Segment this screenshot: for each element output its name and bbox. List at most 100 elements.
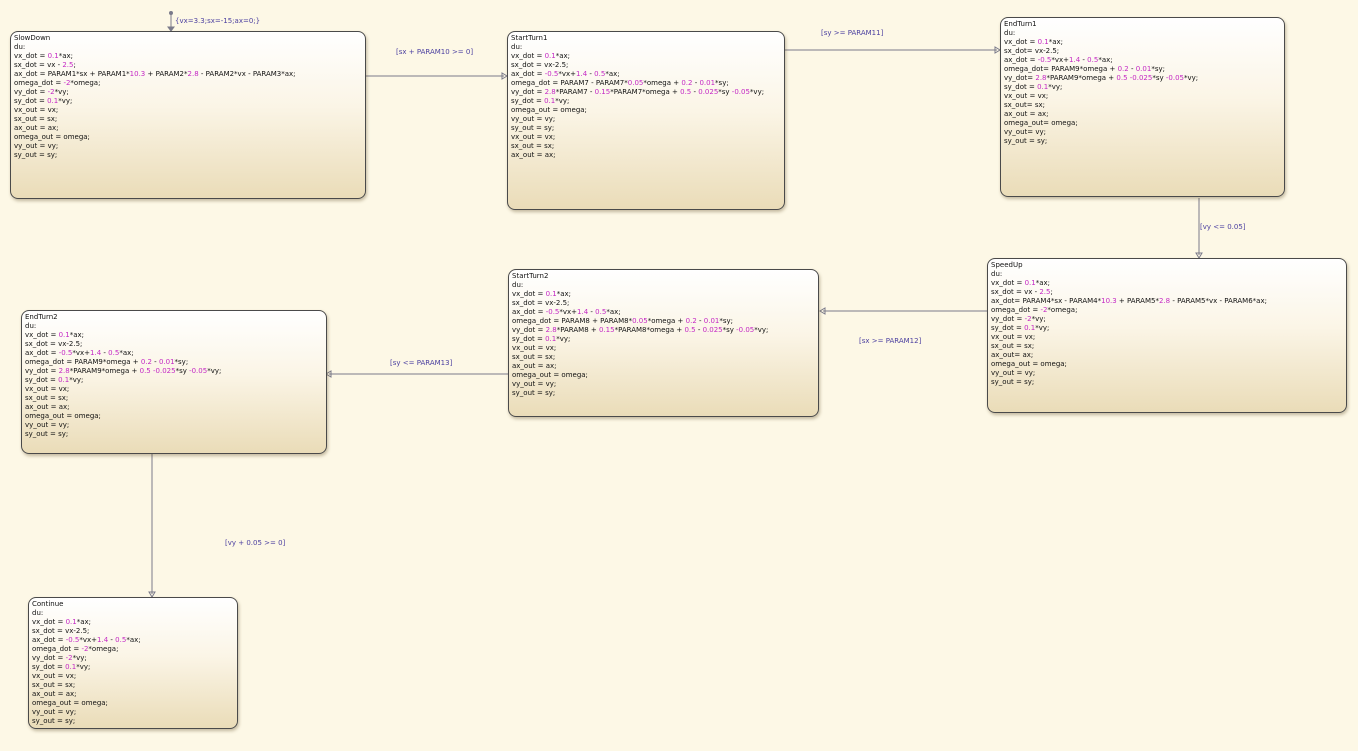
state-speedup[interactable]: SpeedUp du:vx_dot = 0.1*ax;sx_dot = vx -… [987, 258, 1347, 413]
state-action-line: sy_out = sy; [14, 151, 58, 159]
state-action-line: vx_out = vx; [1004, 92, 1049, 100]
state-action-line: omega_out = omega; [512, 371, 588, 379]
state-action-line: sy_dot = 0.1*vy; [25, 376, 84, 384]
state-startturn2[interactable]: StartTurn2 du:vx_dot = 0.1*ax;sx_dot = v… [508, 269, 819, 417]
state-action-line: vx_dot = 0.1*ax; [14, 52, 74, 60]
state-action-line: sy_dot = 0.1*vy; [511, 97, 570, 105]
state-action-line: vy_out = vy; [32, 708, 77, 716]
state-action-line: omega_out = omega; [14, 133, 90, 141]
state-action-line: omega_dot= PARAM9*omega + 0.2 - 0.01*sy; [1004, 65, 1165, 73]
transition-label-speedup-startturn2[interactable]: [sx >= PARAM12] [859, 337, 922, 345]
state-action-line: sx_dot = vx-2.5; [32, 627, 90, 635]
state-action-line: vx_out = vx; [991, 333, 1036, 341]
state-action-line: du: [512, 281, 524, 289]
state-title: EndTurn1 [1004, 20, 1037, 28]
state-action-line: sx_dot = vx-2.5; [511, 61, 569, 69]
state-action-line: sy_dot = 0.1*vy; [32, 663, 91, 671]
state-title: SlowDown [14, 34, 51, 42]
state-action-line: du: [991, 270, 1003, 278]
state-title: EndTurn2 [25, 313, 58, 321]
state-action-line: omega_dot = PARAM7 - PARAM7*0.05*omega +… [511, 79, 729, 87]
state-continue[interactable]: Continue du:vx_dot = 0.1*ax;sx_dot = vx-… [28, 597, 238, 729]
arrowhead-endturn2 [325, 370, 332, 378]
state-action-line: ax_out = ax; [32, 690, 77, 698]
transition-label-startturn2-endturn2[interactable]: [sy <= PARAM13] [390, 359, 453, 367]
transition-label-slowdown-startturn1[interactable]: [sx + PARAM10 >= 0] [396, 48, 474, 56]
state-body: du:vx_dot = 0.1*ax;sx_dot = vx-2.5;ax_do… [32, 609, 234, 726]
state-action-line: vx_dot = 0.1*ax; [32, 618, 92, 626]
state-action-line: ax_dot = -0.5*vx+1.4 - 0.5*ax; [512, 308, 621, 316]
state-action-line: ax_dot = -0.5*vx+1.4 - 0.5*ax; [1004, 56, 1113, 64]
state-slowdown[interactable]: SlowDown du:vx_dot = 0.1*ax;sx_dot = vx … [10, 31, 366, 199]
state-action-line: sy_out = sy; [1004, 137, 1048, 145]
state-action-line: sx_out = sx; [32, 681, 76, 689]
state-body: du:vx_dot = 0.1*ax;sx_dot = vx-2.5;ax_do… [512, 281, 815, 398]
state-action-line: vx_dot = 0.1*ax; [991, 279, 1051, 287]
arrowhead-continue [148, 591, 156, 598]
state-action-line: sy_out = sy; [991, 378, 1035, 386]
transition-label-default[interactable]: {vx=3.3;sx=-15;ax=0;} [175, 17, 261, 25]
state-action-line: vy_out= vy; [1004, 128, 1046, 136]
state-action-line: sx_dot = vx-2.5; [25, 340, 83, 348]
state-action-line: omega_out = omega; [25, 412, 101, 420]
state-action-line: du: [511, 43, 523, 51]
state-action-line: ax_dot = -0.5*vx+1.4 - 0.5*ax; [32, 636, 141, 644]
state-endturn2[interactable]: EndTurn2 du:vx_dot = 0.1*ax;sx_dot = vx-… [21, 310, 327, 454]
state-action-line: ax_dot = PARAM1*sx + PARAM1*10.3 + PARAM… [14, 70, 296, 78]
state-endturn1[interactable]: EndTurn1 du:vx_dot = 0.1*ax;sx_dot= vx-2… [1000, 17, 1285, 197]
state-action-line: sy_out = sy; [25, 430, 69, 438]
state-body: du:vx_dot = 0.1*ax;sx_dot = vx-2.5;ax_do… [511, 43, 781, 160]
default-transition-dot [169, 11, 173, 15]
state-action-line: sx_out= sx; [1004, 101, 1045, 109]
arrowhead-startturn1 [501, 72, 508, 80]
state-action-line: sx_out = sx; [25, 394, 69, 402]
state-action-line: omega_dot = PARAM9*omega + 0.2 - 0.01*sy… [25, 358, 189, 366]
state-action-line: ax_out= ax; [991, 351, 1034, 359]
state-body: du:vx_dot = 0.1*ax;sx_dot= vx-2.5;ax_dot… [1004, 29, 1281, 146]
state-action-line: ax_out = ax; [1004, 110, 1049, 118]
state-title: Continue [32, 600, 64, 608]
arrowhead-endturn1 [994, 46, 1001, 54]
transition-label-endturn2-continue[interactable]: [vy + 0.05 >= 0] [225, 539, 286, 547]
transition-label-startturn1-endturn1[interactable]: [sy >= PARAM11] [821, 29, 884, 37]
state-action-line: sx_out = sx; [512, 353, 556, 361]
state-action-line: vx_dot = 0.1*ax; [511, 52, 571, 60]
state-body: du:vx_dot = 0.1*ax;sx_dot = vx - 2.5;ax_… [14, 43, 362, 160]
state-action-line: sy_dot = 0.1*vy; [14, 97, 73, 105]
state-action-line: omega_out= omega; [1004, 119, 1078, 127]
state-action-line: vx_out = vx; [32, 672, 77, 680]
state-action-line: vy_dot = -2*vy; [14, 88, 69, 96]
state-title: SpeedUp [991, 261, 1023, 269]
state-title: StartTurn2 [512, 272, 549, 280]
state-action-line: sy_out = sy; [512, 389, 556, 397]
state-action-line: omega_dot = -2*omega; [14, 79, 101, 87]
arrowhead-speedup [1195, 252, 1203, 259]
state-action-line: omega_dot = PARAM8 + PARAM8*0.05*omega +… [512, 317, 734, 325]
state-action-line: vx_out = vx; [511, 133, 556, 141]
state-action-line: sy_dot = 0.1*vy; [991, 324, 1050, 332]
state-action-line: ax_out = ax; [25, 403, 70, 411]
state-body: du:vx_dot = 0.1*ax;sx_dot = vx-2.5;ax_do… [25, 322, 323, 439]
state-action-line: omega_out = omega; [32, 699, 108, 707]
state-action-line: du: [1004, 29, 1016, 37]
state-action-line: omega_out = omega; [991, 360, 1067, 368]
state-action-line: du: [25, 322, 37, 330]
state-action-line: vy_dot = -2*vy; [991, 315, 1046, 323]
state-action-line: sx_out = sx; [991, 342, 1035, 350]
state-action-line: vy_dot = 2.8*PARAM8 + 0.15*PARAM8*omega … [512, 326, 769, 334]
transition-label-endturn1-speedup[interactable]: [vy <= 0.05] [1200, 223, 1246, 231]
state-body: du:vx_dot = 0.1*ax;sx_dot = vx - 2.5;ax_… [991, 270, 1343, 387]
state-startturn1[interactable]: StartTurn1 du:vx_dot = 0.1*ax;sx_dot = v… [507, 31, 785, 210]
state-action-line: vy_out = vy; [512, 380, 557, 388]
state-action-line: vy_out = vy; [991, 369, 1036, 377]
state-action-line: ax_out = ax; [14, 124, 59, 132]
state-action-line: vy_dot = 2.8*PARAM7 - 0.15*PARAM7*omega … [511, 88, 765, 96]
state-action-line: vy_out = vy; [14, 142, 59, 150]
state-action-line: du: [32, 609, 44, 617]
state-action-line: sx_dot = vx-2.5; [512, 299, 570, 307]
state-action-line: sy_dot = 0.1*vy; [512, 335, 571, 343]
state-action-line: ax_out = ax; [511, 151, 556, 159]
default-transition-arrowhead [167, 26, 175, 32]
